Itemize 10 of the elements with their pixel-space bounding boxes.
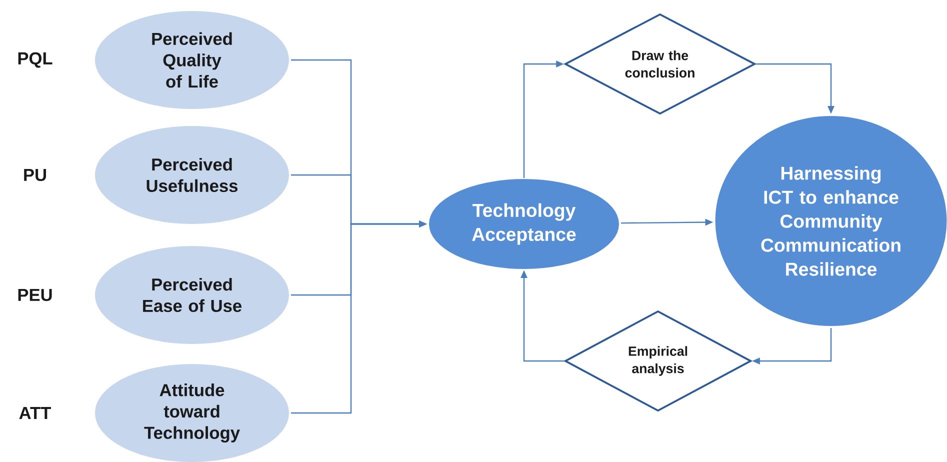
ellipse-node: Technology Acceptance bbox=[427, 177, 621, 271]
ellipse-node: Perceived Usefulness bbox=[93, 124, 291, 226]
ellipse-node: Harnessing ICT to enhance Community Communication Resilience bbox=[713, 114, 947, 328]
ellipse-node: Perceived Quality of Life bbox=[93, 9, 291, 111]
side-label: ATT bbox=[19, 407, 52, 419]
ellipse-node: Attitude toward Technology bbox=[93, 362, 291, 462]
ellipse-node: Perceived Ease of Use bbox=[93, 244, 291, 346]
side-label: PEU bbox=[18, 288, 52, 302]
side-label: PQL bbox=[18, 52, 52, 68]
side-label: PU bbox=[24, 168, 46, 182]
